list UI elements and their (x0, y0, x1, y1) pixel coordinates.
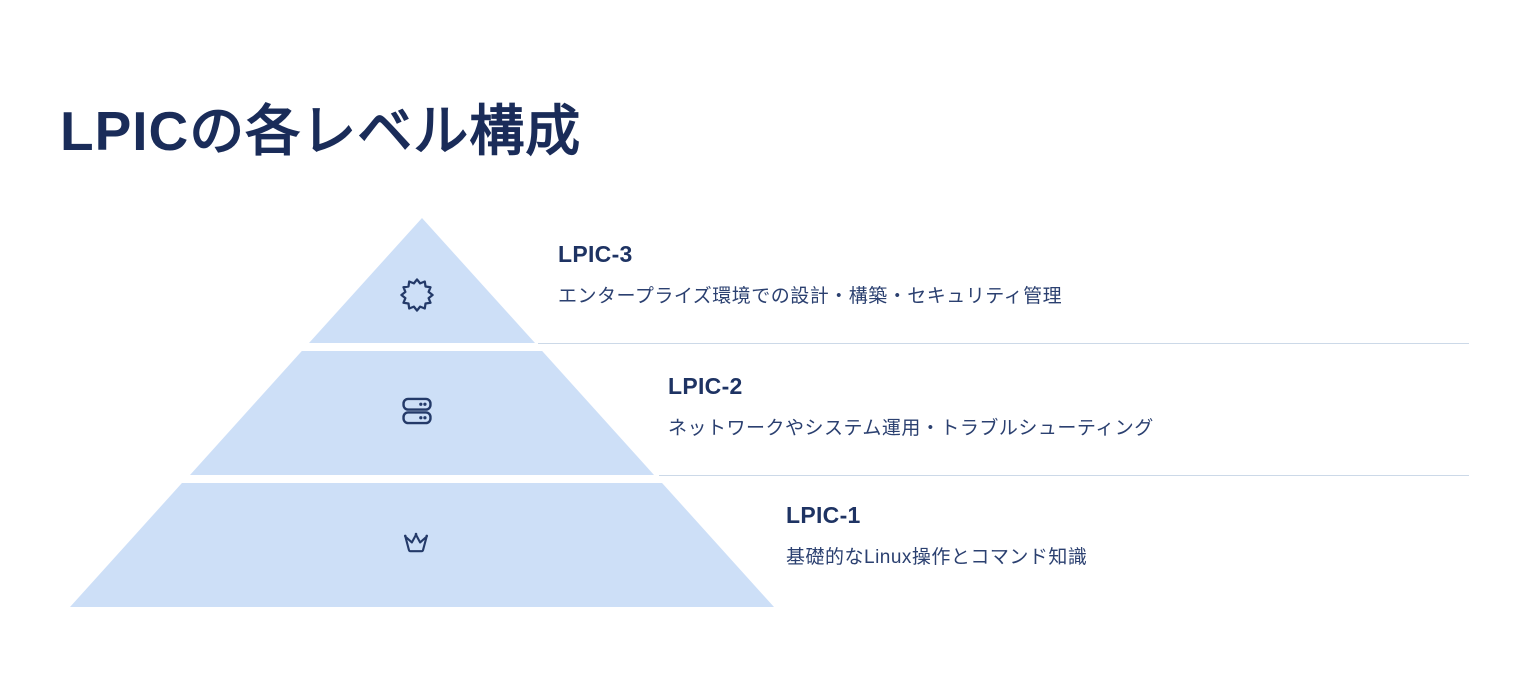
level-description-lpic-1: 基礎的なLinux操作とコマンド知識 (786, 546, 1088, 568)
badge-seal-icon (400, 278, 434, 312)
crown-icon (399, 525, 433, 559)
pyramid-tier-lpic-1 (70, 483, 774, 607)
level-name-lpic-3: LPIC-3 (558, 241, 633, 267)
level-name-lpic-1: LPIC-1 (786, 502, 861, 528)
level-block-lpic-1: LPIC-1 基礎的なLinux操作とコマンド知識 (786, 501, 1087, 571)
level-description-lpic-2: ネットワークやシステム運用・トラブルシューティング (668, 417, 1154, 439)
page-title: LPICの各レベル構成 (60, 100, 582, 162)
server-icon (400, 394, 434, 428)
level-block-lpic-3: LPIC-3 エンタープライズ環境での設計・構築・セキュリティ管理 (558, 240, 1062, 310)
row-divider-middle (659, 475, 1469, 476)
level-name-lpic-2: LPIC-2 (668, 373, 743, 399)
row-divider-top (538, 343, 1469, 344)
level-description-lpic-3: エンタープライズ環境での設計・構築・セキュリティ管理 (558, 285, 1063, 307)
level-block-lpic-2: LPIC-2 ネットワークやシステム運用・トラブルシューティング (668, 372, 1154, 442)
